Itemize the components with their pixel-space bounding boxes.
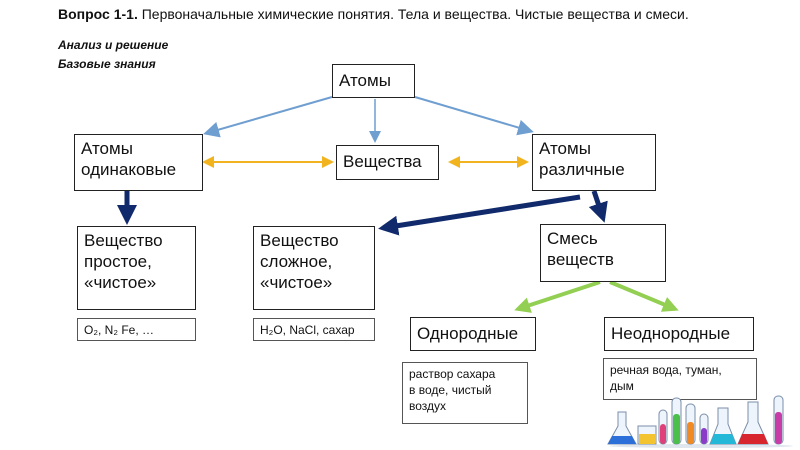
example-simple-text: O₂, N₂ Fe, … — [84, 323, 154, 337]
node-simple-line2: простое, — [84, 252, 152, 271]
node-different-atoms-line2: различные — [539, 160, 625, 179]
node-complex-substance: Вещество сложное, «чистое» — [253, 226, 375, 310]
node-different-atoms-line1: Атомы — [539, 139, 591, 158]
example-homogeneous: раствор сахара в воде, чистый воздух — [402, 362, 528, 424]
node-same-atoms: Атомы одинаковые — [74, 134, 203, 191]
flask-blue-icon — [607, 411, 637, 445]
example-homog-line2: в воде, чистый — [409, 383, 492, 397]
arrow-diff-to-complex — [378, 194, 581, 236]
node-complex-line2: сложное, — [260, 252, 333, 271]
flask-red-icon — [737, 401, 769, 445]
node-mixture-line1: Смесь — [547, 229, 598, 248]
tube-orange-icon — [685, 403, 696, 445]
node-substances: Вещества — [336, 145, 439, 180]
node-mixture-line2: веществ — [547, 250, 614, 269]
node-same-atoms-line1: Атомы — [81, 139, 133, 158]
section-basics: Базовые знания — [58, 57, 156, 71]
node-complex-line1: Вещество — [260, 231, 339, 250]
tube-magenta-icon — [773, 395, 784, 445]
node-heterogeneous-label: Неоднородные — [611, 324, 731, 343]
node-simple-substance: Вещество простое, «чистое» — [77, 226, 196, 310]
arrow-mixture-to-heterog — [609, 280, 679, 312]
example-heterogeneous: речная вода, туман, дым — [603, 358, 757, 400]
example-homog-line3: воздух — [409, 399, 447, 413]
beaker-yellow-icon — [637, 425, 657, 445]
node-homogeneous-label: Однородные — [417, 324, 519, 343]
tube-pink-icon — [658, 409, 668, 445]
node-atoms: Атомы — [332, 64, 415, 98]
example-heterog-line2: дым — [610, 379, 634, 393]
question-title: Первоначальные химические понятия. Тела … — [141, 6, 689, 22]
example-simple: O₂, N₂ Fe, … — [77, 318, 196, 341]
question-label: Вопрос 1-1. — [58, 6, 138, 22]
node-homogeneous: Однородные — [410, 317, 536, 351]
section-analysis: Анализ и решение — [58, 38, 169, 52]
example-heterog-line1: речная вода, туман, — [610, 363, 722, 377]
tube-green-icon — [671, 397, 682, 445]
arrow-diff-to-mixture — [588, 190, 608, 223]
node-substances-label: Вещества — [343, 152, 422, 171]
node-complex-line3: «чистое» — [260, 273, 333, 292]
example-complex-text: H₂O, NaCl, сахар — [260, 323, 355, 337]
arrow-atoms-to-diff — [414, 96, 534, 136]
node-atoms-label: Атомы — [339, 71, 391, 90]
node-heterogeneous: Неоднородные — [604, 317, 754, 351]
example-homog-line1: раствор сахара — [409, 367, 496, 381]
tube-purple-icon — [699, 413, 709, 445]
node-mixture: Смесь веществ — [540, 224, 666, 282]
example-complex: H₂O, NaCl, сахар — [253, 318, 375, 341]
flask-cyan-icon — [709, 407, 737, 445]
arrow-atoms-to-same — [203, 96, 333, 138]
arrow-mixture-to-homog — [514, 280, 601, 313]
lab-glassware-illustration — [607, 395, 793, 448]
node-simple-line1: Вещество — [84, 231, 163, 250]
node-different-atoms: Атомы различные — [532, 134, 656, 191]
page-header: Вопрос 1-1. Первоначальные химические по… — [58, 6, 689, 22]
node-same-atoms-line2: одинаковые — [81, 160, 177, 179]
node-simple-line3: «чистое» — [84, 273, 157, 292]
